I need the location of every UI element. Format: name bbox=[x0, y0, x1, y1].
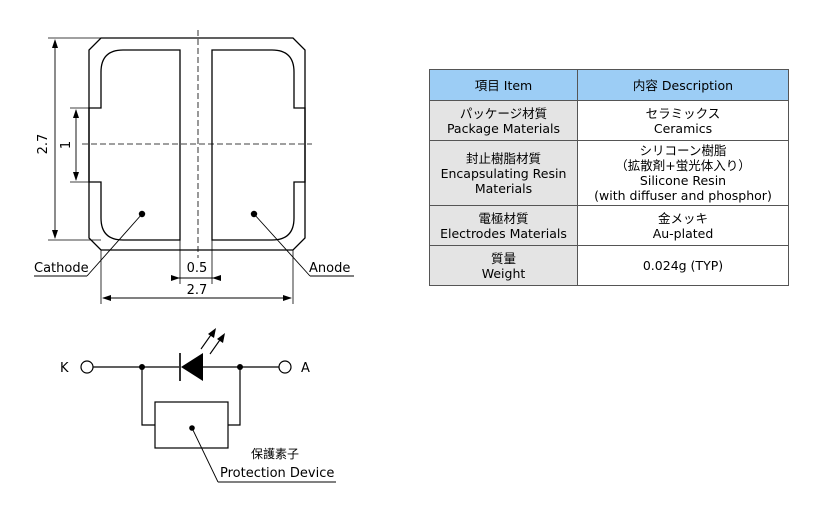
table-header-row: 項目 Item 内容 Description bbox=[429, 69, 789, 101]
anode-leader bbox=[253, 213, 311, 277]
description-cell: 0.024g (TYP) bbox=[577, 245, 789, 286]
width-dimension-label: 2.7 bbox=[187, 283, 208, 298]
terminal-a-label: A bbox=[301, 361, 310, 376]
protection-leader bbox=[191, 427, 219, 483]
cathode-label: Cathode bbox=[34, 261, 89, 276]
terminal-k-label: K bbox=[60, 361, 69, 376]
height-dimension-label: 2.7 bbox=[36, 134, 51, 155]
header-item: 項目 Item bbox=[429, 69, 578, 101]
protection-label-jp: 保護素子 bbox=[251, 446, 299, 461]
inner-dimension-label: 1 bbox=[59, 141, 74, 149]
header-description: 内容 Description bbox=[577, 69, 789, 101]
description-cell: シリコーン樹脂（拡散剤+蛍光体入り）Silicone Resin(with di… bbox=[577, 140, 789, 206]
terminal-a bbox=[278, 360, 292, 374]
terminal-k bbox=[80, 360, 94, 374]
cathode-leader bbox=[86, 213, 143, 277]
protection-label-en: Protection Device bbox=[220, 466, 334, 481]
gap-dimension-label: 0.5 bbox=[187, 261, 208, 276]
protection-device bbox=[154, 401, 229, 449]
anode-label: Anode bbox=[309, 261, 350, 276]
cathode-pad bbox=[88, 49, 181, 241]
anode-pad bbox=[211, 49, 306, 241]
led-triangle bbox=[181, 353, 203, 381]
